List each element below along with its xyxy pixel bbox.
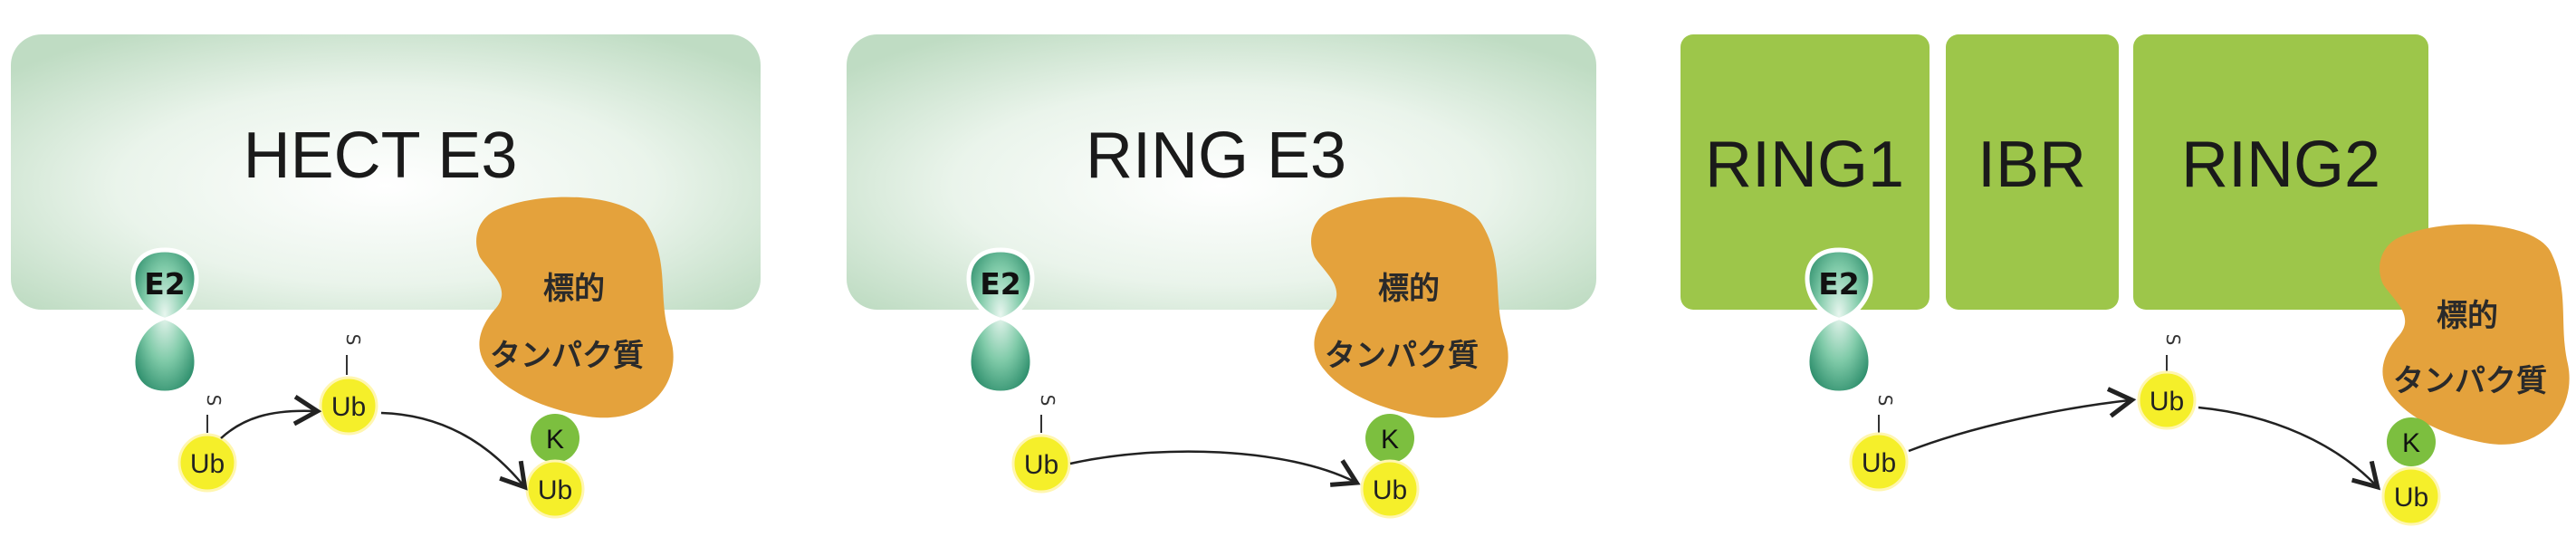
ring2-label: RING2: [2181, 129, 2380, 201]
hect-panel: HECT E3 E2 S Ub S Ub 標的 タンパク質 K: [11, 34, 761, 519]
transfer-arrow: [1908, 387, 2137, 453]
ibr-domain: [1946, 34, 2119, 310]
e2-enzyme: E2: [130, 247, 199, 396]
thioester-label: S: [2162, 334, 2184, 346]
ring1-domain: [1681, 34, 1930, 310]
ubiquitin-on-substrate: Ub: [1360, 459, 1420, 519]
ring1-label: RING1: [1705, 129, 1904, 201]
hect-e3-title: HECT E3: [244, 120, 518, 192]
ubiquitin-on-substrate: Ub: [2381, 466, 2441, 526]
thioester-label: S: [1037, 395, 1058, 407]
substrate-protein: 標的 タンパク質: [2380, 224, 2570, 445]
substrate-label-line2: タンパク質: [490, 338, 644, 374]
ub-label: Ub: [538, 475, 572, 505]
ub-label: Ub: [1373, 475, 1407, 505]
e2-label: E2: [144, 266, 186, 302]
ubiquitin-on-e2: Ub: [177, 433, 237, 493]
lysine-label: K: [1381, 425, 1399, 455]
ubiquitin-on-substrate: Ub: [525, 459, 585, 519]
lysine-residue: K: [531, 414, 579, 463]
lysine-residue: K: [1365, 414, 1414, 463]
ub-label: Ub: [331, 392, 366, 422]
transfer-arrow: [1069, 450, 1361, 487]
ub-label: Ub: [190, 449, 225, 479]
ub-label: Ub: [1862, 448, 1896, 478]
ubiquitin-on-e2: Ub: [1849, 432, 1909, 492]
ub-label: Ub: [2394, 483, 2428, 513]
lysine-label: K: [2402, 428, 2420, 458]
transfer-arrow: [2198, 406, 2381, 491]
transfer-arrow: [380, 411, 528, 491]
e2-enzyme: E2: [966, 247, 1035, 396]
e2-enzyme: E2: [1805, 247, 1873, 396]
ub-label: Ub: [2150, 387, 2184, 417]
lysine-label: K: [546, 425, 564, 455]
ubiquitin-on-e2: Ub: [1011, 434, 1071, 494]
thioester-label: S: [342, 334, 364, 346]
substrate-protein: 標的 タンパク質: [1311, 197, 1508, 418]
ring2-domain: [2133, 34, 2428, 310]
e2-label: E2: [1818, 266, 1860, 302]
substrate-protein: 標的 タンパク質: [476, 197, 674, 418]
substrate-label-line2: タンパク質: [1325, 338, 1479, 374]
ring-e3-title: RING E3: [1086, 120, 1346, 192]
thioester-label: S: [1874, 395, 1896, 407]
substrate-label-line1: 標的: [543, 271, 605, 307]
lysine-residue: K: [2387, 417, 2436, 466]
ring-panel: RING E3 E2 S Ub 標的 タンパク質 K Ub: [847, 34, 1596, 519]
e2-label: E2: [980, 266, 1021, 302]
transfer-arrow: [220, 395, 322, 439]
ubiquitin-on-ring2: Ub: [2137, 370, 2197, 430]
substrate-label-line1: 標的: [1378, 271, 1440, 307]
rbr-panel: RING1 IBR RING2 E2 S Ub S Ub 標的 タンパク質 K: [1681, 34, 2570, 526]
ibr-label: IBR: [1977, 129, 2086, 201]
thioester-label: S: [203, 395, 225, 407]
substrate-label-line2: タンパク質: [2393, 363, 2547, 399]
substrate-label-line1: 標的: [2437, 298, 2498, 334]
ub-label: Ub: [1024, 450, 1058, 480]
ubiquitin-on-hect: Ub: [319, 376, 378, 436]
